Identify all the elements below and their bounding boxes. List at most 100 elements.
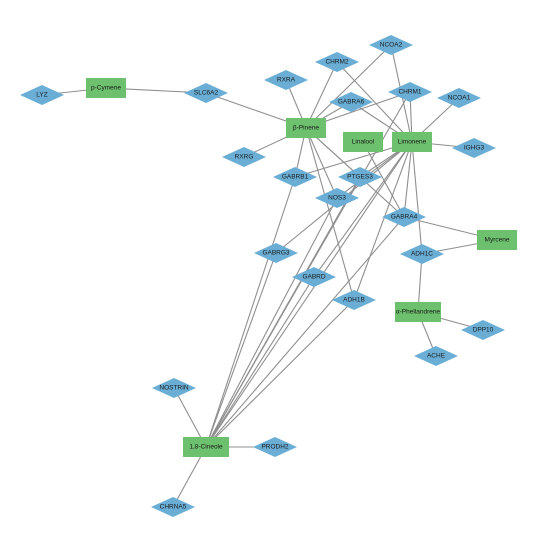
target-node-chrm1[interactable]: CHRM1 [388, 82, 432, 102]
node-label: Limonene [398, 139, 427, 146]
target-node-adh1c[interactable]: ADH1C [400, 244, 444, 264]
target-node-nos3[interactable]: NOS3 [315, 188, 359, 208]
node-label: PRODH2 [261, 444, 288, 451]
node-label: ADH1C [411, 251, 433, 258]
edge-beta-pinene-nos3 [305, 127, 338, 199]
target-node-chrm2[interactable]: CHRM2 [315, 52, 359, 72]
compound-node-beta-pinene[interactable]: β-Pinene [286, 118, 326, 138]
target-diamond-shape [264, 70, 308, 90]
target-node-gabrg3[interactable]: GABRG3 [254, 243, 298, 263]
edge-limonene-adh1b [353, 141, 413, 301]
target-node-ache[interactable]: ACHE [414, 346, 458, 366]
target-diamond-shape [151, 497, 195, 517]
target-node-lyz[interactable]: LYZ [20, 85, 64, 105]
target-diamond-shape [315, 52, 359, 72]
edge-beta-pinene-chrm2 [305, 61, 338, 129]
compound-box-shape [477, 230, 517, 250]
node-label: NCOA2 [380, 42, 403, 49]
target-diamond-shape [452, 138, 496, 158]
target-node-adh1b[interactable]: ADH1B [332, 290, 376, 310]
edge-linalool-gabra4 [362, 141, 405, 218]
compound-box-shape [183, 437, 229, 457]
target-diamond-shape [414, 346, 458, 366]
node-label: SLC6A2 [194, 90, 219, 97]
target-node-prodh2[interactable]: PRODH2 [253, 437, 297, 457]
target-node-dpp10[interactable]: DPP10 [461, 320, 505, 340]
edge-limonene-chrm2 [336, 61, 413, 143]
node-label: ADH1B [343, 297, 365, 304]
edge-1-8-cineole-adh1b [205, 299, 355, 448]
target-node-gabrb1[interactable]: GABRB1 [273, 167, 317, 187]
target-node-gabra4[interactable]: GABRA4 [382, 207, 426, 227]
edges-layer [41, 44, 498, 508]
node-label: GABRA4 [391, 214, 418, 221]
compound-node-1-8-cineole[interactable]: 1,8-Cineole [183, 437, 229, 457]
compound-box-shape [286, 118, 326, 138]
target-diamond-shape [152, 378, 196, 398]
target-diamond-shape [253, 437, 297, 457]
node-label: CHRM1 [398, 89, 421, 96]
node-label: GABRD [302, 274, 325, 281]
node-label: Linalool [352, 139, 375, 146]
node-label: β-Pinene [293, 125, 320, 132]
node-label: GABRA6 [338, 99, 365, 106]
edge-limonene-adh1c [411, 141, 423, 255]
target-node-ighg3[interactable]: IGHG3 [452, 138, 496, 158]
target-diamond-shape [437, 88, 481, 108]
node-label: DPP10 [473, 327, 494, 334]
target-diamond-shape [292, 267, 336, 287]
edge-beta-pinene-adh1b [305, 127, 355, 301]
node-label: 1,8-Cineole [189, 444, 223, 451]
target-diamond-shape [184, 83, 228, 103]
edge-1-8-cineole-nos3 [205, 197, 338, 448]
target-diamond-shape [338, 167, 382, 187]
edge-1-8-cineole-gabra4 [205, 216, 405, 448]
compound-node-alpha-phellandrene[interactable]: α-Phellandrene [395, 302, 441, 322]
target-node-rxrg[interactable]: RXRG [222, 147, 266, 167]
compound-node-limonene[interactable]: Limonene [392, 132, 432, 152]
compound-node-myrcene[interactable]: Myrcene [477, 230, 517, 250]
target-node-gabra6[interactable]: GABRA6 [329, 92, 373, 112]
target-diamond-shape [254, 243, 298, 263]
edge-1-8-cineole-limonene [205, 141, 413, 448]
edge-limonene-gabrd [313, 141, 413, 278]
node-label: ACHE [427, 353, 446, 360]
compound-node-p-cymene[interactable]: p-Cymene [86, 78, 126, 98]
target-node-gabrd[interactable]: GABRD [292, 267, 336, 287]
node-label: α-Phellandrene [396, 309, 441, 316]
node-label: IGHG3 [464, 145, 485, 152]
edge-1-8-cineole-gabrb1 [205, 176, 296, 448]
target-diamond-shape [329, 92, 373, 112]
target-node-chrna5[interactable]: CHRNA5 [151, 497, 195, 517]
node-label: GABRG3 [262, 250, 289, 257]
compound-box-shape [392, 132, 432, 152]
target-node-nostrin[interactable]: NOSTRIN [152, 378, 196, 398]
target-diamond-shape [382, 207, 426, 227]
node-label: NOSTRIN [159, 385, 189, 392]
node-label: NCOA1 [448, 95, 471, 102]
target-node-ncoa2[interactable]: NCOA2 [369, 35, 413, 55]
compound-box-shape [395, 302, 441, 322]
edge-beta-pinene-ncoa2 [305, 44, 392, 129]
target-diamond-shape [369, 35, 413, 55]
compound-node-linalool[interactable]: Linalool [343, 132, 383, 152]
target-diamond-shape [222, 147, 266, 167]
compound-box-shape [86, 78, 126, 98]
edge-1-8-cineole-gabrg3 [205, 252, 277, 448]
node-label: CHRNA5 [160, 504, 187, 511]
target-node-rxra[interactable]: RXRA [264, 70, 308, 90]
edge-limonene-gabra4 [403, 141, 413, 218]
target-diamond-shape [315, 188, 359, 208]
compound-box-shape [343, 132, 383, 152]
target-node-ptges3[interactable]: PTGES3 [338, 167, 382, 187]
node-label: Myrcene [485, 237, 510, 244]
target-diamond-shape [461, 320, 505, 340]
node-label: CHRM2 [325, 59, 348, 66]
target-diamond-shape [20, 85, 64, 105]
target-diamond-shape [388, 82, 432, 102]
target-node-slc6a2[interactable]: SLC6A2 [184, 83, 228, 103]
target-node-ncoa1[interactable]: NCOA1 [437, 88, 481, 108]
node-label: p-Cymene [91, 85, 121, 92]
